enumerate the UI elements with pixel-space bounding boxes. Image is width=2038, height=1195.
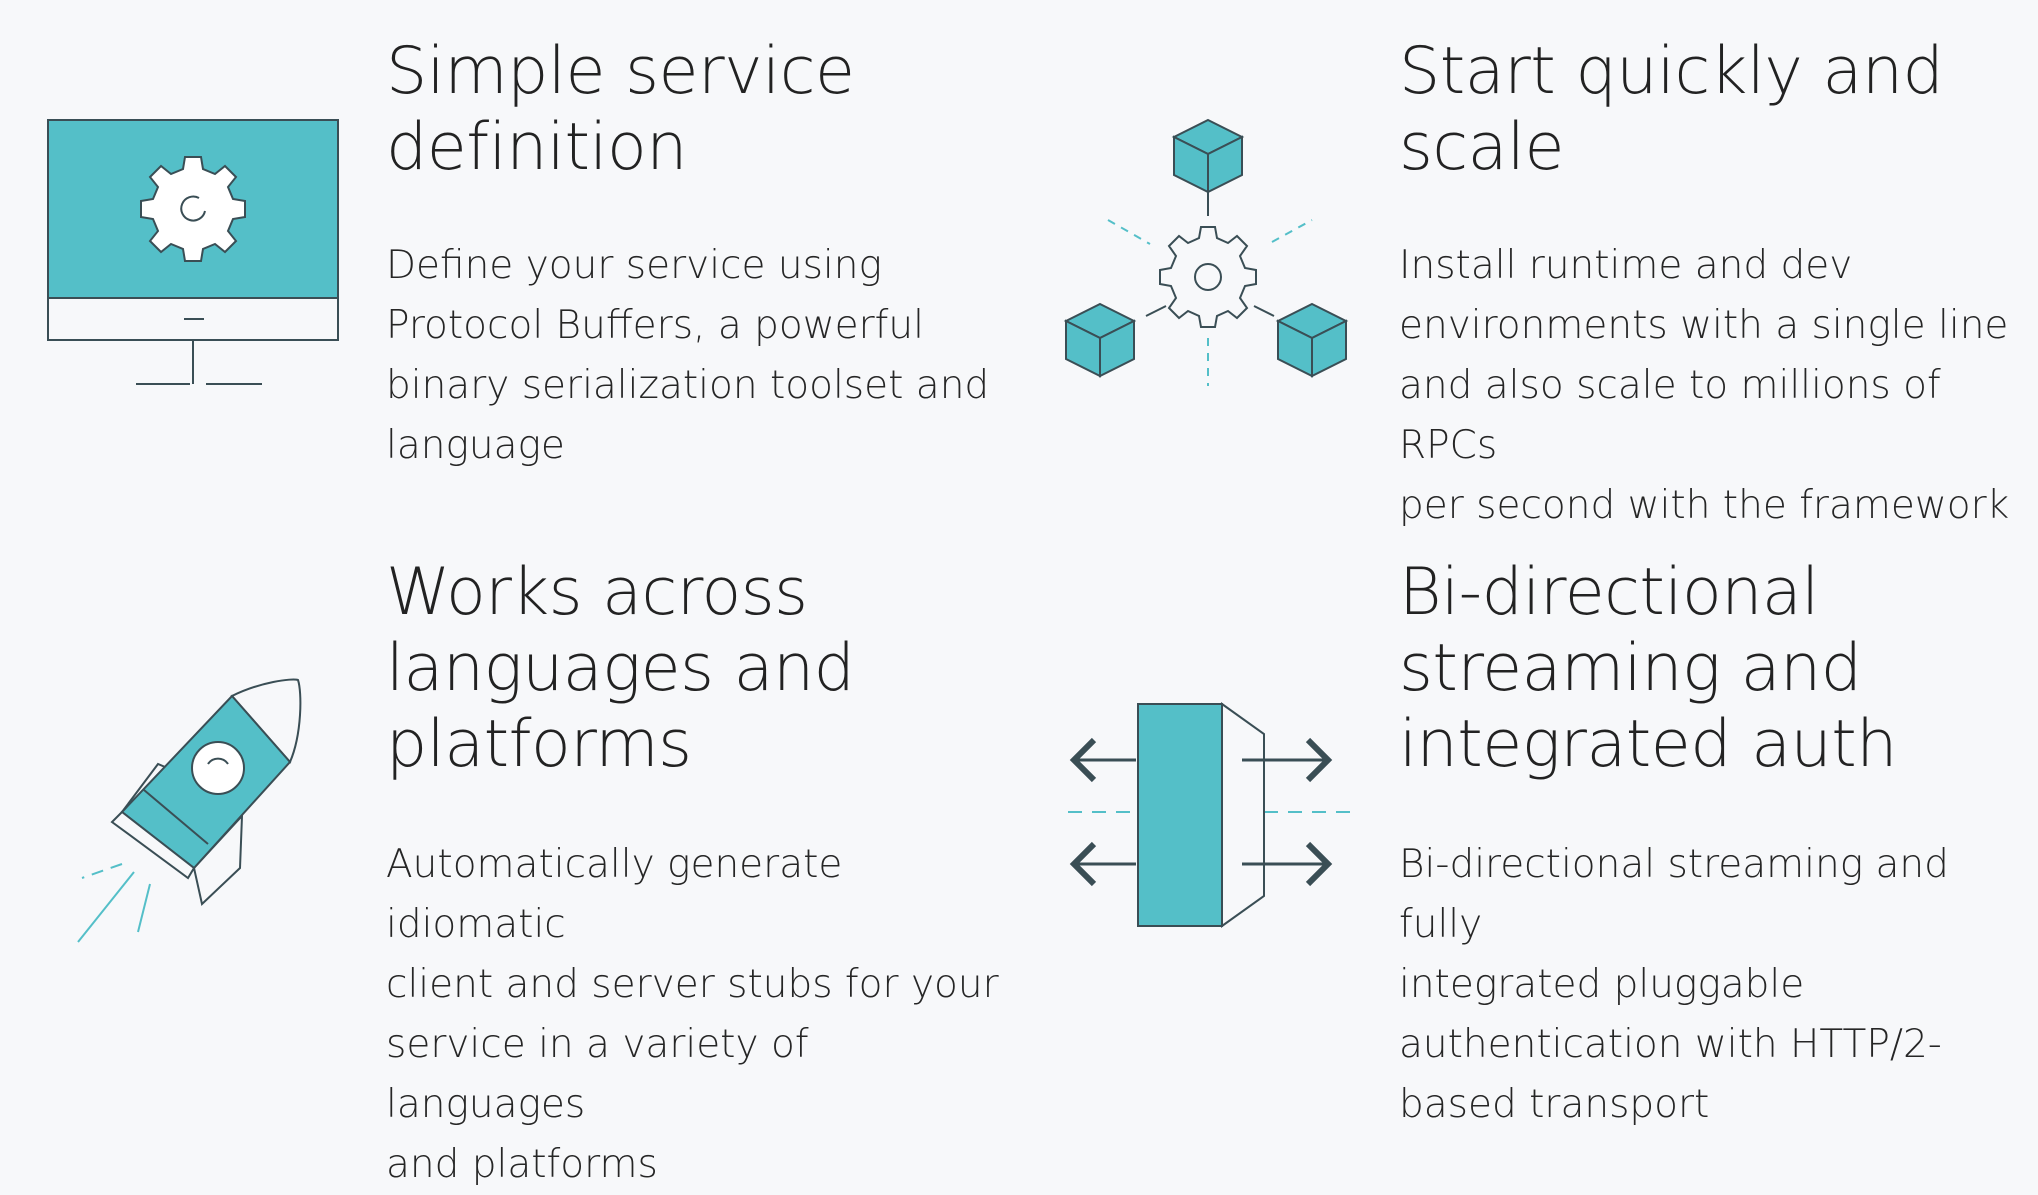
feature-title-line: scale — [1399, 110, 1564, 185]
feature-title: Simple service definition — [386, 34, 1006, 186]
feature-text: Simple service definition Define your se… — [386, 34, 1006, 476]
feature-title-line: languages and — [386, 631, 855, 706]
feature-description-line: binary serialization toolset and — [386, 363, 990, 408]
feature-description-line: Protocol Buffers, a powerful — [386, 303, 924, 348]
feature-description: Define your service using Protocol Buffe… — [386, 236, 1006, 476]
bidirectional-arrows-icon — [1060, 690, 1360, 950]
feature-description-line: language — [386, 423, 565, 468]
feature-title-line: integrated auth — [1399, 707, 1897, 782]
feature-description-line: service in a variety of languages — [386, 1022, 809, 1127]
feature-title-line: Bi-directional — [1399, 555, 1819, 630]
feature-description-line: and platforms — [386, 1142, 658, 1187]
feature-description-line: integrated pluggable — [1399, 962, 1805, 1007]
feature-title: Bi-directional streaming and integrated … — [1399, 555, 2019, 783]
feature-description-line: based transport — [1399, 1082, 1710, 1127]
feature-description-line: and also scale to millions of RPCs — [1399, 363, 1941, 468]
feature-description-line: per second with the framework — [1399, 483, 2010, 528]
feature-title-line: platforms — [386, 707, 692, 782]
rocket-icon — [70, 672, 320, 952]
feature-title-line: streaming and — [1399, 631, 1862, 706]
feature-title-line: definition — [386, 110, 687, 185]
feature-description-line: client and server stubs for your — [386, 962, 999, 1007]
feature-title-line: Simple service — [386, 34, 855, 109]
feature-title-line: Start quickly and — [1399, 34, 1944, 109]
feature-description: Install runtime and dev environments wit… — [1399, 236, 2019, 536]
feature-description: Automatically generate idiomatic client … — [386, 835, 1006, 1195]
feature-text: Start quickly and scale Install runtime … — [1399, 34, 2019, 536]
feature-description-line: Define your service using — [386, 243, 882, 288]
cubes-gear-icon — [1060, 112, 1360, 392]
feature-title-line: Works across — [386, 555, 808, 630]
feature-title: Start quickly and scale — [1399, 34, 2019, 186]
feature-description-line: authentication with HTTP/2- — [1399, 1022, 1942, 1067]
feature-text: Bi-directional streaming and integrated … — [1399, 555, 2019, 1135]
feature-description-line: Install runtime and dev — [1399, 243, 1853, 288]
monitor-gear-icon — [44, 114, 344, 394]
feature-text: Works across languages and platforms Aut… — [386, 555, 1006, 1195]
feature-description: Bi-directional streaming and fully integ… — [1399, 835, 2019, 1135]
feature-description-line: environments with a single line — [1399, 303, 2009, 348]
feature-description-line: Automatically generate idiomatic — [386, 842, 843, 947]
feature-title: Works across languages and platforms — [386, 555, 1006, 783]
feature-description-line: Bi-directional streaming and fully — [1399, 842, 1949, 947]
